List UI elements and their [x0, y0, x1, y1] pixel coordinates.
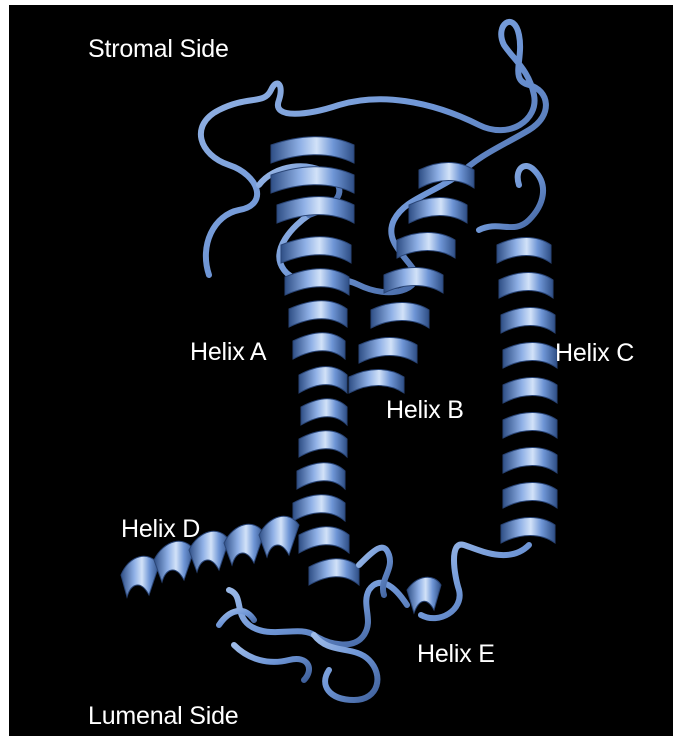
ribbon-structure: [9, 5, 673, 736]
helix-d-label: Helix D: [121, 515, 200, 543]
helix-a-label: Helix A: [190, 338, 266, 366]
protein-structure-figure: Stromal Side Helix A Helix B Helix C Hel…: [9, 5, 673, 736]
helix-c-label: Helix C: [555, 339, 634, 367]
stromal-side-label: Stromal Side: [88, 35, 229, 63]
helix-e-ribbon: [407, 577, 441, 613]
helix-c-ribbon: [497, 238, 557, 544]
helix-b-label: Helix B: [386, 396, 464, 424]
lumenal-loops: [219, 545, 529, 700]
helix-e-label: Helix E: [417, 640, 495, 668]
stromal-loops: [201, 22, 546, 292]
lumenal-side-label: Lumenal Side: [88, 702, 238, 730]
helix-b-ribbon: [349, 163, 474, 394]
